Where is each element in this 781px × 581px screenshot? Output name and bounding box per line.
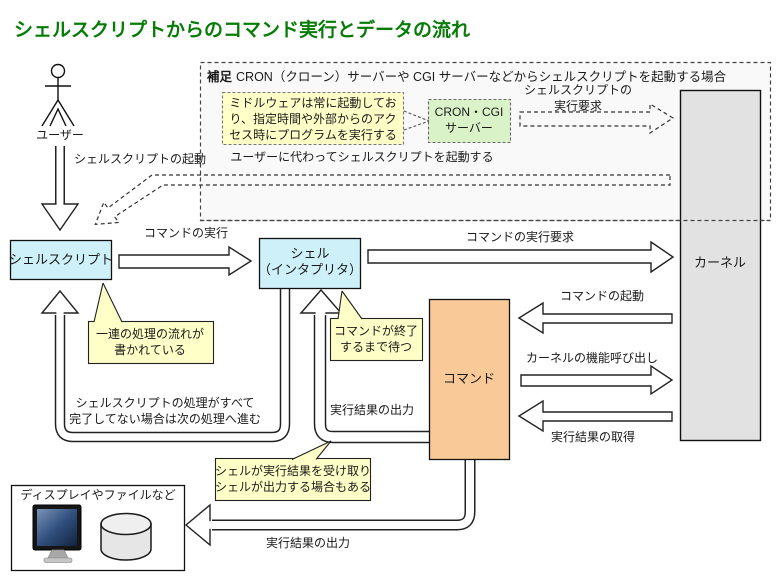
wait-note-line: コマンドが終了 (333, 324, 419, 338)
shell-label: シェル （インタプリタ） (258, 246, 362, 278)
command-label: コマンド (442, 371, 496, 386)
page-title: シェルスクリプトからのコマンド実行とデータの流れ (14, 20, 471, 41)
script-note-line: 書かれている (114, 343, 186, 357)
wait-note-line: するまで待つ (339, 340, 413, 354)
loop-note-line: 完了してない場合は次の処理へ進む (69, 412, 261, 426)
middleware-note-line: ミドルウェアは常に起動してお (229, 96, 397, 110)
result-output-shell-label: 実行結果の出力 (329, 403, 415, 417)
cron-label-line: サーバー (445, 121, 493, 135)
middleware-pointer-lines (403, 110, 430, 131)
shell-label-line: シェル (290, 246, 330, 261)
script-note-label: 一連の処理の流れが 書かれている (96, 326, 204, 358)
user-launch-arrow (40, 146, 80, 232)
exec-request-dashed-arrow (519, 102, 675, 135)
kernel-call-label: カーネルの機能呼び出し (525, 351, 659, 365)
loop-back-arrow-shell-to-script (40, 286, 291, 443)
proxy-launch-dashed-arrow (94, 174, 671, 226)
user-label: ユーザー (36, 128, 84, 142)
kernel-box (679, 89, 762, 442)
cron-cgi-server-box (427, 98, 512, 144)
database-icon (100, 512, 152, 561)
middleware-note-line: セス時にプログラムを実行する (229, 128, 397, 142)
middleware-note-line: り、指定時間や外部からのアク (229, 112, 397, 126)
kernel-label: カーネル (693, 255, 747, 270)
command-exec-request-arrow (367, 240, 675, 274)
user-figure (41, 63, 75, 127)
shell-label-line: （インタプリタ） (257, 262, 363, 277)
result-output-arrow-command-to-display (184, 456, 476, 547)
result-get-label: 実行結果の取得 (550, 430, 636, 444)
output-note-label: シェルが実行結果を受け取り シェルが出力する場合もある (215, 463, 371, 495)
exec-request-label: シェルスクリプトの 実行要求 (524, 82, 632, 114)
output-note-callout (214, 440, 372, 502)
proxy-launch-label: ユーザーに代わってシェルスクリプトを起動する (230, 150, 494, 164)
script-launch-label: シェルスクリプトの起動 (74, 152, 207, 166)
cron-cgi-server-label: CRON・CGI サーバー (435, 104, 504, 136)
loop-note-line: シェルスクリプトの処理がすべて (75, 396, 255, 410)
script-note-line: 一連の処理の流れが (95, 327, 205, 341)
monitor-icon (32, 504, 82, 563)
command-box (428, 298, 511, 461)
middleware-note-text: ミドルウェアは常に起動してお り、指定時間や外部からのアク セス時にプログラムを… (229, 95, 397, 143)
command-exec-arrow (118, 245, 253, 277)
shell-script-label: シェルスクリプト (8, 252, 114, 267)
command-exec-request-label: コマンドの実行要求 (465, 230, 575, 244)
supplement-heading-prefix: 補足 (207, 70, 233, 84)
output-note-line: シェルが実行結果を受け取り (214, 464, 372, 478)
cron-label-line: CRON・CGI (434, 105, 504, 119)
script-note-callout (87, 282, 215, 365)
middleware-note-box (221, 91, 405, 146)
result-output-arrow-command-to-shell (299, 288, 432, 444)
wait-note-callout (329, 290, 424, 362)
command-exec-label: コマンドの実行 (143, 226, 229, 240)
exec-request-line: 実行要求 (553, 99, 603, 113)
display-label: ディスプレイやファイルなど (20, 488, 176, 502)
exec-request-line: シェルスクリプトの (523, 83, 633, 97)
wait-note-label: コマンドが終了 するまで待つ (334, 323, 418, 355)
result-get-arrow (517, 399, 673, 433)
shell-script-box (9, 239, 113, 281)
command-start-label: コマンドの起動 (559, 289, 645, 303)
loop-note-label: シェルスクリプトの処理がすべて 完了してない場合は次の処理へ進む (69, 395, 261, 427)
output-note-line: シェルが出力する場合もある (214, 480, 372, 494)
result-output-display-label: 実行結果の出力 (265, 536, 351, 550)
kernel-call-arrow (520, 364, 674, 396)
shell-box (258, 237, 362, 290)
command-start-arrow (517, 301, 673, 335)
supplement-heading-text: CRON（クローン）サーバーや CGI サーバーなどからシェルスクリプトを起動す… (236, 70, 727, 84)
